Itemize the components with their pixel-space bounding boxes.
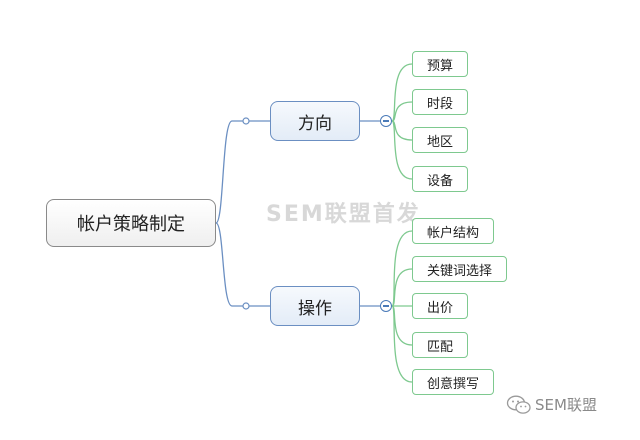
leaf-node[interactable]: 预算 bbox=[412, 51, 469, 77]
connector-branch-1-leaf-1 bbox=[391, 63, 413, 122]
leaf-node[interactable]: 创意撰写 bbox=[412, 369, 495, 395]
leaf-node[interactable]: 出价 bbox=[412, 293, 469, 319]
leaf-node[interactable]: 帐户结构 bbox=[412, 218, 495, 244]
connector-root-branch-1 bbox=[215, 120, 270, 224]
connector-branch-2-leaf-5 bbox=[391, 305, 413, 383]
leaf-node[interactable]: 匹配 bbox=[412, 332, 469, 358]
wechat-icon bbox=[506, 395, 531, 414]
leaf-node[interactable]: 关键词选择 bbox=[412, 256, 508, 282]
branch-node-operation[interactable]: 操作 bbox=[270, 286, 360, 326]
leaf-node[interactable]: 地区 bbox=[412, 127, 469, 153]
branch-node-direction[interactable]: 方向 bbox=[270, 101, 360, 141]
collapse-toggle-operation[interactable] bbox=[380, 300, 392, 312]
collapse-toggle-direction[interactable] bbox=[380, 115, 392, 127]
watermark: SEM联盟首发 bbox=[266, 202, 421, 227]
leaf-node[interactable]: 设备 bbox=[412, 166, 469, 192]
connector-dot-branch-1 bbox=[242, 117, 250, 125]
brand-mark: SEM联盟 bbox=[506, 394, 597, 415]
connector-branch-2-leaf-2 bbox=[391, 268, 413, 307]
connector-dot-branch-2 bbox=[242, 302, 250, 310]
connector-branch-1-leaf-2 bbox=[391, 101, 413, 122]
brand-label: SEM联盟 bbox=[535, 396, 597, 414]
connector-root-branch-2 bbox=[215, 222, 270, 307]
root-node[interactable]: 帐户策略制定 bbox=[46, 199, 216, 247]
connector-branch-1-leaf-4 bbox=[391, 120, 413, 180]
leaf-node[interactable]: 时段 bbox=[412, 89, 469, 115]
